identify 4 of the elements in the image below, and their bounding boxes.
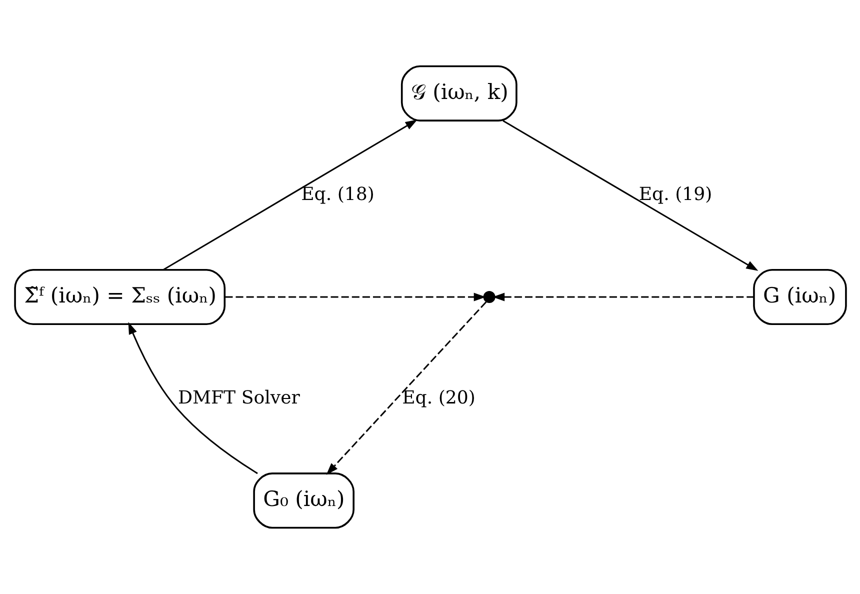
edge-label: Eq. (20) bbox=[402, 387, 475, 408]
edge-label: Eq. (19) bbox=[638, 184, 712, 205]
edge-label: DMFT Solver bbox=[177, 387, 300, 408]
edge-label: Eq. (18) bbox=[300, 184, 374, 205]
